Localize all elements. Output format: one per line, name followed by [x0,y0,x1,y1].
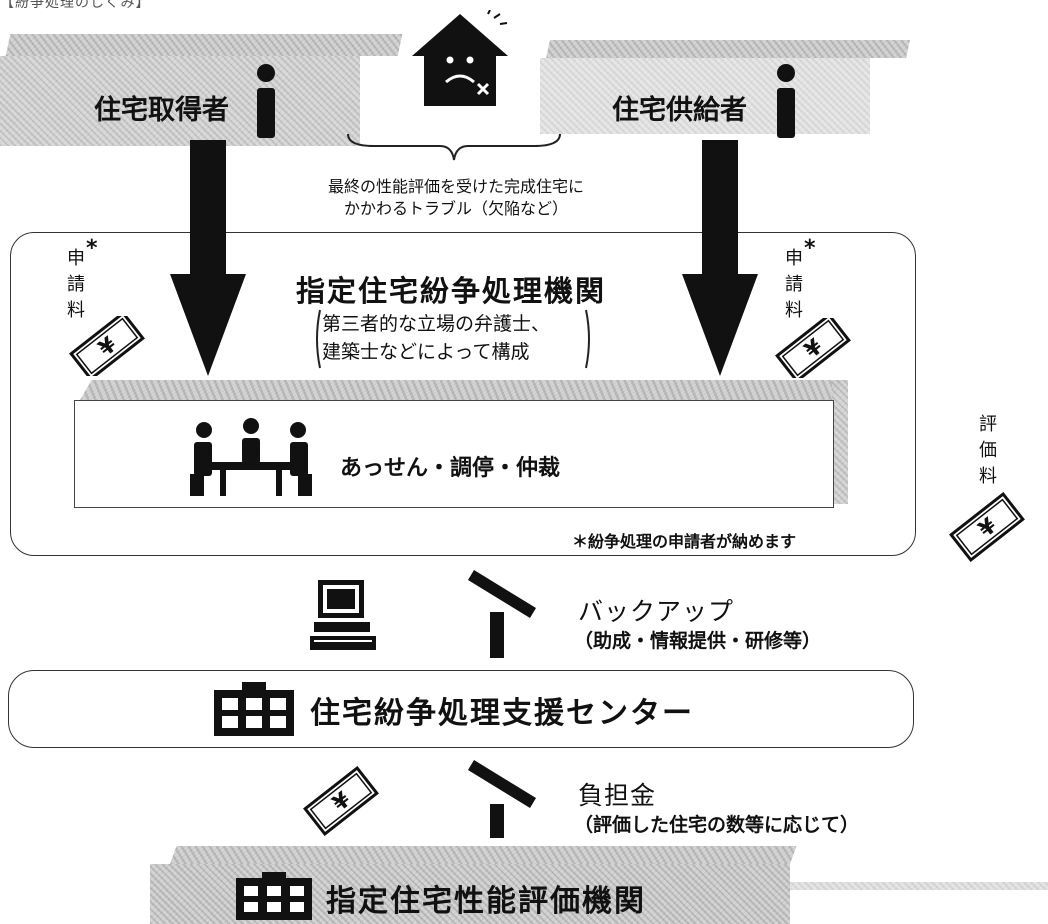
backup-details: （助成・情報提供・研修等） [574,630,822,652]
process-label: あっせん・調停・仲裁 [340,456,561,481]
evaluation-org-building-icon [236,872,312,924]
evaluation-org-band-top [170,846,797,864]
evaluation-yen-ticket-icon: ¥ [944,491,1030,566]
evaluation-fee-label: 評価料 [979,414,997,487]
dispute-org-title: 指定住宅紛争処理機関 [296,274,607,308]
dispute-org-sub: 第三者的な立場の弁護士、 建築士などによって構成 [322,310,550,366]
contribution-details: （評価した住宅の数等に応じて） [574,814,860,836]
acquirer-band [5,34,403,56]
dispute-org-paren-right [584,308,594,374]
process-box-top [80,380,844,400]
left-application-fee-label: 申請料 [67,248,85,321]
contribution-lever-icon [464,756,564,844]
trouble-note-line1: 最終の性能評価を受けた完成住宅に [327,177,584,196]
left-yen-ticket-icon: ¥ [64,310,150,382]
dispute-footnote: ＊紛争処理の申請者が納めます [572,532,797,551]
support-center-title: 住宅紛争処理支援センター [310,696,694,731]
acquirer-label: 住宅取得者 [94,95,229,126]
support-center-building-icon [214,682,294,740]
support-center-box [8,670,914,748]
right-application-fee-label: 申請料 [785,248,803,321]
trouble-note: 最終の性能評価を受けた完成住宅に かかわるトラブル（欠陥など） [286,176,626,220]
meeting-icon [190,418,312,502]
evaluation-org-band-right [790,882,1048,890]
supplier-label: 住宅供給者 [612,95,747,126]
acquirer-band-lower [0,56,360,146]
computer-icon [310,580,380,658]
process-box-side [832,380,848,504]
supplier-band [546,40,910,58]
page-title: 【紛争処理のしくみ】 [0,0,151,11]
right-fee-asterisk: * [804,236,816,261]
acquirer-person-icon [251,62,281,142]
supplier-down-arrow-icon [682,140,758,380]
backup-title: バックアップ [578,597,735,626]
left-fee-asterisk: * [86,236,98,261]
brace-icon [344,130,564,168]
supplier-band-lower [540,58,870,134]
dispute-org-sub-line1: 第三者的な立場の弁護士、 [322,313,551,335]
dispute-org-paren-left [312,308,322,374]
evaluation-org-title: 指定住宅性能評価機関 [326,884,646,919]
dispute-org-sub-line2: 建築士などによって構成 [322,341,530,363]
trouble-note-line2: かかわるトラブル（欠陥など） [343,199,568,218]
right-yen-ticket-icon: ¥ [770,312,856,384]
backup-lever-icon [464,566,564,666]
contribution-title: 負担金 [578,781,657,810]
contribution-yen-ticket-icon: ¥ [298,765,384,840]
sad-house-icon [408,9,512,114]
acquirer-down-arrow-icon [170,140,246,380]
supplier-person-icon [771,62,801,142]
